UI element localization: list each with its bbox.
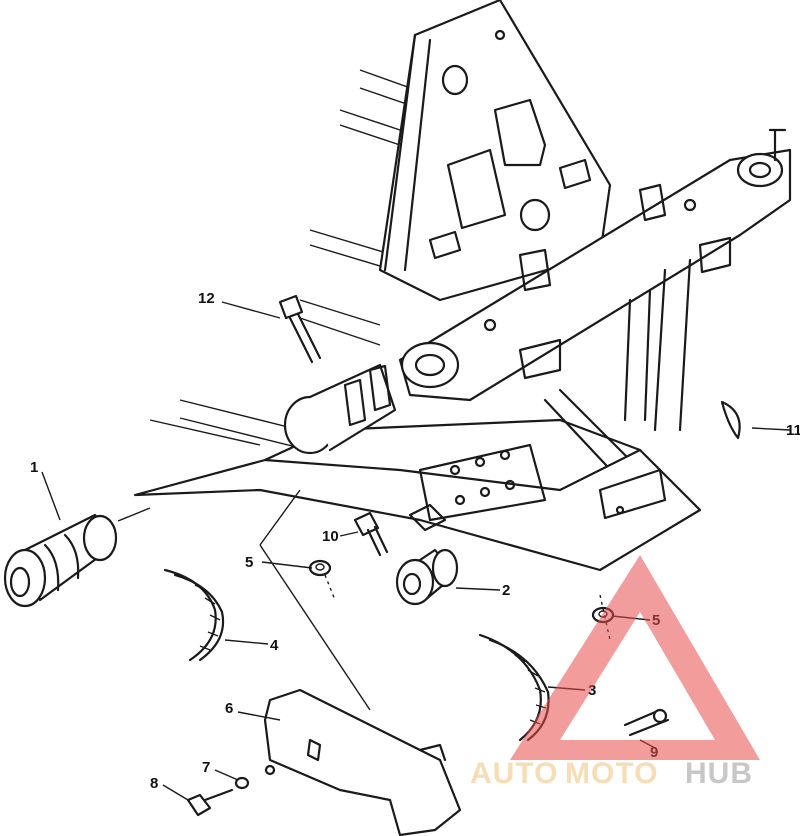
part-10-bolt [353,511,389,557]
part-1-bushing [3,513,118,608]
callout-1: 1 [30,459,38,476]
part-11-clip [720,400,741,440]
part-7-washer [234,776,250,790]
upper-cross-tube [398,128,792,402]
part-12-bolt [278,294,322,364]
part-8-bolt [186,788,234,817]
callout-2: 2 [502,582,510,599]
part-9-pin [623,708,670,737]
callout-3: 3 [588,682,596,699]
callout-12: 12 [198,290,215,307]
callout-8: 8 [150,775,158,792]
part-2-bushing [395,548,459,606]
lower-bracket [133,418,702,572]
watermark-text-moto: MOTO [565,757,658,790]
pivot-housing [283,363,397,455]
bulkhead-plate [378,0,612,302]
callout-10: 10 [322,528,339,545]
watermark-logo: AUTO MOTO HUB [470,555,760,790]
frame-rails [149,69,431,449]
callout-7: 7 [202,759,210,776]
callout-6: 6 [225,700,233,717]
callout-5-left: 5 [245,554,253,571]
part-4-chain [163,568,225,662]
callout-4: 4 [270,637,279,654]
part-6-guard-plate [263,688,462,836]
watermark-text-hub: HUB [685,757,753,790]
callout-11: 11 [786,422,800,439]
watermark-text-auto: AUTO [470,757,558,790]
part-5-nut-left [308,559,332,577]
